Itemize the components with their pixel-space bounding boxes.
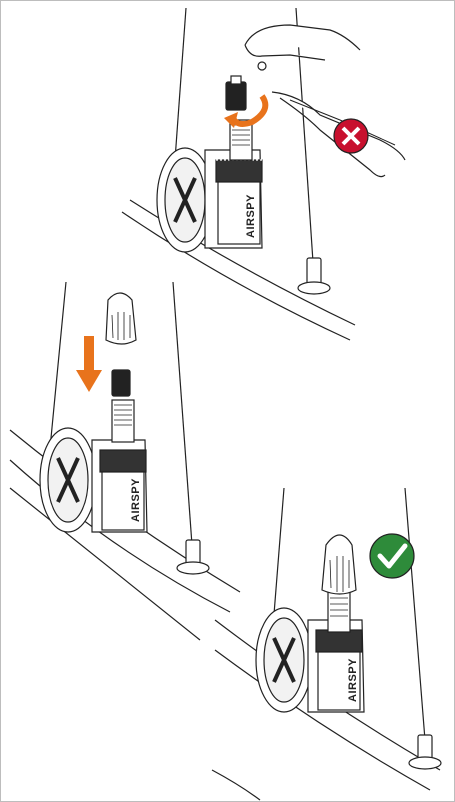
panel-step-2: AIRSPY (10, 282, 240, 640)
device-brand-label: AIRSPY (130, 478, 142, 522)
spoke-line (405, 488, 425, 740)
hand-icon (245, 25, 360, 60)
spoke-nipple (409, 735, 441, 769)
panel-step-1: AIRSPY (122, 8, 405, 340)
check-mark-icon (370, 534, 414, 578)
spoke-line (173, 282, 192, 545)
arrow-down-icon (76, 336, 102, 392)
spoke-nipple (298, 258, 330, 294)
device-brand-label: AIRSPY (347, 658, 359, 702)
valve-stem (112, 370, 134, 442)
rim-line (212, 770, 260, 800)
spoke-nipple (177, 540, 209, 574)
device-brand-label: AIRSPY (245, 194, 257, 238)
panel-step-3: AIRSPY (212, 488, 441, 800)
valve-cap (322, 535, 356, 594)
valve-stem (328, 592, 350, 632)
valve-core-small (258, 62, 266, 70)
x-mark-icon (334, 119, 368, 153)
valve-cap (106, 293, 136, 344)
